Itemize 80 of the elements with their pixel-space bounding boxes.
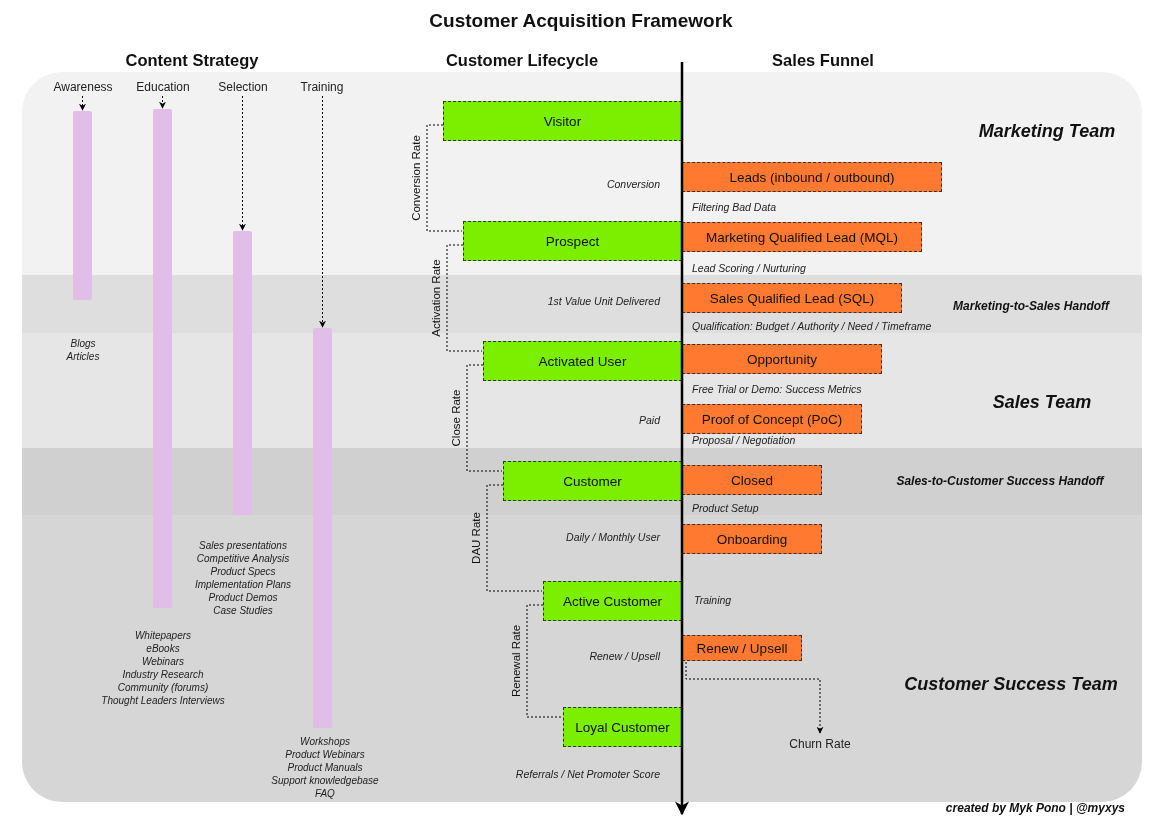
content-bar (313, 328, 332, 728)
arrow (159, 95, 166, 109)
band-title: Customer Success Team (904, 673, 1118, 695)
edge-label: Close Rate (450, 389, 462, 447)
content-item: Thought Leaders Interviews (101, 694, 225, 706)
stage-note: Daily / Monthly User (566, 531, 660, 543)
content-item: Blogs (70, 337, 96, 349)
bracket-connector (446, 244, 483, 352)
funnel-box: Renew / Upsell (682, 635, 802, 661)
lifecycle-box: Active Customer (543, 581, 682, 621)
bracket-connector (466, 364, 503, 472)
content-item: Webinars (141, 655, 185, 667)
column-heading: Customer Lifecycle (445, 50, 599, 70)
content-item: Articles (66, 350, 100, 362)
stage-label: Awareness (43, 78, 123, 95)
arrow (239, 95, 246, 231)
stage-note: Proposal / Negotiation (692, 434, 796, 446)
lifecycle-box: Visitor (443, 101, 682, 141)
lifecycle-box: Customer (503, 461, 682, 501)
stage-note: Product Setup (692, 502, 759, 514)
stage-label: Education (123, 78, 203, 95)
band-title: Marketing-to-Sales Handoff (953, 299, 1109, 313)
band-title: Sales-to-Customer Success Handoff (896, 474, 1104, 488)
content-item: Product Specs (210, 565, 276, 577)
stage-note: Training (694, 594, 732, 606)
edge-label: Activation Rate (430, 259, 442, 337)
content-bar (153, 109, 172, 608)
content-item: eBooks (146, 642, 180, 654)
stage-note: 1st Value Unit Delivered (547, 295, 660, 307)
content-item: Product Webinars (285, 748, 365, 760)
arrow (319, 95, 326, 328)
stage-note: Qualification: Budget / Authority / Need / Timeframe (692, 320, 932, 332)
arrow (79, 95, 86, 111)
funnel-box: Opportunity (682, 344, 882, 374)
funnel-box: Leads (inbound / outbound) (682, 162, 942, 192)
funnel-box: Sales Qualified Lead (SQL) (682, 283, 902, 313)
lifecycle-box: Loyal Customer (563, 707, 682, 747)
stage-note: Conversion (606, 178, 660, 190)
funnel-box: Onboarding (682, 524, 822, 554)
content-item: Whitepapers (134, 629, 192, 641)
content-item: Industry Research (122, 668, 204, 680)
stage-note: Renew / Upsell (589, 650, 660, 662)
content-item: Implementation Plans (194, 578, 292, 590)
bracket-connector (486, 484, 543, 592)
funnel-box: Marketing Qualified Lead (MQL) (682, 222, 922, 252)
stage-note: Paid (639, 414, 660, 426)
content-bar (233, 231, 252, 515)
bracket-connector (426, 124, 463, 232)
stage-note: Filtering Bad Data (692, 201, 777, 213)
edge-label: DAU Rate (470, 512, 482, 564)
lifecycle-box: Activated User (483, 341, 682, 381)
content-item: Product Demos (208, 591, 278, 603)
stage-note: Free Trial or Demo: Success Metrics (692, 383, 862, 395)
band-title: Sales Team (992, 391, 1092, 413)
band-title: Marketing Team (978, 120, 1116, 142)
content-item: Case Studies (213, 604, 273, 616)
content-item: FAQ (315, 787, 335, 799)
lifecycle-box: Prospect (463, 221, 682, 261)
content-item: Workshops (300, 735, 350, 747)
stage-label: Selection (203, 78, 283, 95)
diagram-title: Customer Acquisition Framework (429, 10, 733, 32)
stage-note: Referrals / Net Promoter Score (515, 768, 660, 780)
stage-note: Lead Scoring / Nurturing (692, 262, 806, 274)
content-item: Competitive Analysis (196, 552, 290, 564)
edge-label: Conversion Rate (410, 135, 422, 221)
funnel-box: Closed (682, 465, 822, 495)
funnel-box: Proof of Concept (PoC) (682, 404, 862, 434)
column-heading: Content Strategy (125, 50, 259, 70)
column-heading: Sales Funnel (772, 50, 874, 70)
content-item: Product Manuals (287, 761, 363, 773)
bracket-connector (526, 604, 563, 718)
content-item: Community (forums) (117, 681, 209, 693)
content-bar (73, 111, 92, 300)
credit-text: created by Myk Pono | @myxys (945, 801, 1125, 815)
content-item: Sales presentations (199, 539, 287, 551)
stage-label: Training (282, 78, 362, 95)
metric-label: Churn Rate (780, 735, 860, 752)
arrow (685, 661, 824, 734)
content-item: Support knowledgebase (271, 774, 379, 786)
edge-label: Renewal Rate (510, 624, 522, 698)
